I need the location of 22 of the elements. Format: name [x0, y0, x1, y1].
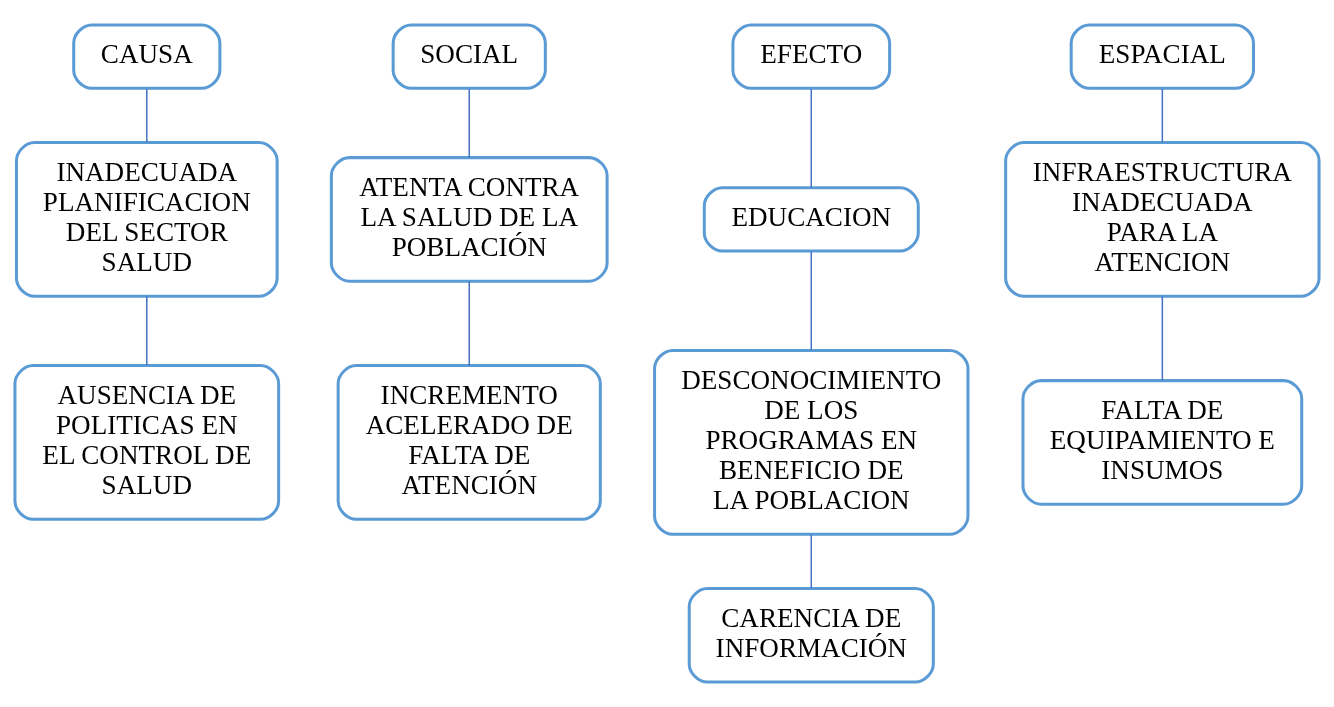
- connector: [146, 295, 148, 366]
- connector: [468, 280, 470, 367]
- connector: [1161, 295, 1164, 382]
- node-box: CARENCIA DE INFORMACIÓN: [687, 587, 935, 684]
- connector: [1161, 88, 1164, 143]
- node-box: ATENTA CONTRA LA SALUD DE LA POBLACIÓN: [329, 156, 609, 283]
- node-box: DESCONOCIMIENTO DE LOS PROGRAMAS EN BENEFICIO DE LA POBLACION: [653, 349, 970, 536]
- node-box: INFRAESTRUCTURA INADECUADA PARA LA ATENCION: [1004, 141, 1321, 298]
- node-box: INCREMENTO ACELERADO DE FALTA DE ATENCIÓN: [336, 364, 602, 521]
- node-box: ESPACIAL: [1069, 23, 1255, 90]
- connector: [810, 533, 813, 590]
- node-box: AUSENCIA DE POLITICAS EN EL CONTROL DE SALUD: [13, 364, 281, 521]
- node-box: INADECUADA PLANIFICACION DEL SECTOR SALUD: [14, 141, 279, 298]
- node-box: SOCIAL: [391, 23, 547, 90]
- connector: [146, 88, 148, 143]
- node-box: FALTA DE EQUIPAMIENTO E INSUMOS: [1021, 379, 1304, 506]
- connector: [468, 88, 470, 159]
- node-box: CAUSA: [72, 23, 222, 90]
- node-box: EFECTO: [731, 23, 892, 90]
- node-box: EDUCACION: [702, 186, 920, 253]
- connector: [810, 88, 813, 189]
- connector: [810, 250, 813, 351]
